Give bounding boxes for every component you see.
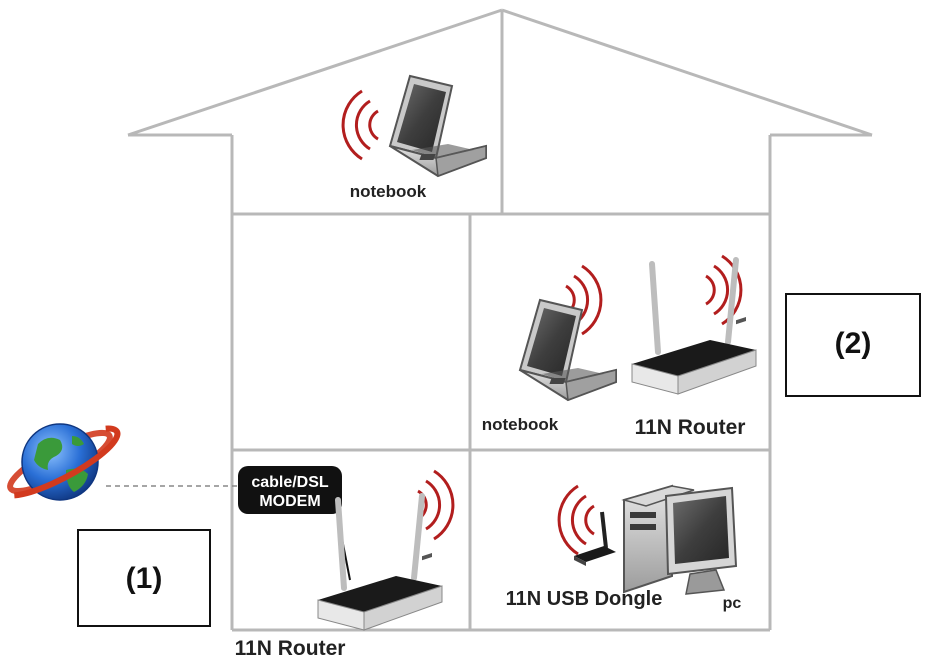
internet-group [7, 423, 238, 501]
usb-dongle-icon [574, 511, 616, 566]
router-icon [632, 260, 756, 394]
roof-right [501, 8, 873, 137]
callout-box-2: (2) [785, 293, 921, 397]
upper-router-label: 11N Router [635, 416, 746, 439]
lower-left-room-group: cable/DSL MODEM 11N Router [235, 466, 455, 660]
modem-label-line2: MODEM [259, 493, 320, 510]
usb-dongle-label: 11N USB Dongle [506, 588, 663, 610]
top-notebook-label: notebook [350, 182, 427, 201]
lower-right-room-group: 11N USB Dongle pc [506, 484, 742, 612]
modem-badge [238, 466, 342, 514]
callout-box-2-label: (2) [835, 327, 872, 360]
upper-room-group: notebook 11N Router [482, 254, 756, 439]
modem-label-line1: cable/DSL [251, 474, 329, 491]
pc-label: pc [723, 595, 742, 612]
right-notebook-label: notebook [482, 415, 559, 434]
globe-icon [7, 423, 121, 501]
callout-box-1: (1) [77, 529, 211, 627]
laptop-icon [519, 299, 617, 401]
attic-notebook-group: notebook [341, 75, 487, 201]
desktop-pc-icon [621, 484, 738, 595]
lower-router-label: 11N Router [235, 637, 346, 660]
wifi-signal-icon [557, 484, 596, 556]
roof-left [127, 8, 503, 137]
laptop-icon [389, 75, 487, 177]
callout-box-1-label: (1) [126, 562, 163, 595]
house-outline [127, 8, 873, 632]
wifi-signal-icon [341, 89, 380, 161]
